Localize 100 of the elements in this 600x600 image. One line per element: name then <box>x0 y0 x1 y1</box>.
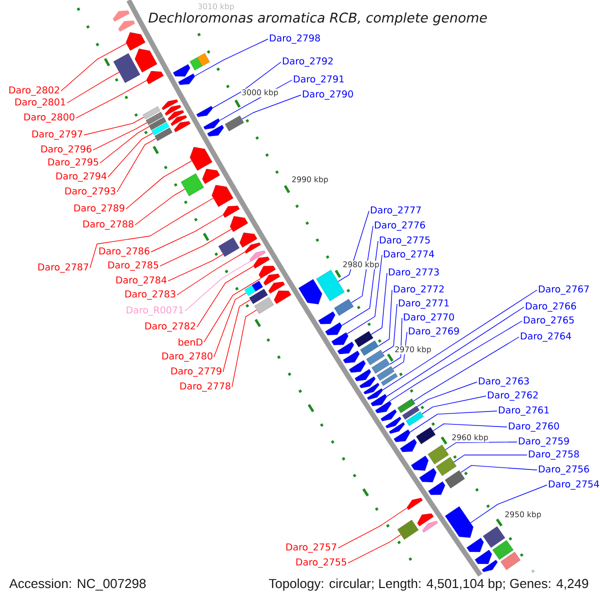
gene-label: Daro_2797 <box>32 130 82 140</box>
gene-block <box>250 250 266 262</box>
leader-line <box>76 80 147 118</box>
gene-label: Daro_2776 <box>374 221 425 231</box>
leader-line <box>204 278 262 342</box>
gene-label: Daro_2779 <box>171 367 222 377</box>
leader-line <box>460 465 538 473</box>
leader-line <box>232 310 257 388</box>
gene-label: Daro_2775 <box>380 236 430 246</box>
gene-label: Daro_2758 <box>528 450 579 460</box>
leader-line <box>212 62 282 108</box>
leader-line <box>242 94 302 120</box>
leader-line <box>90 198 214 268</box>
leader-line <box>422 396 486 414</box>
leader-line <box>184 260 251 312</box>
leader-line <box>382 304 398 354</box>
gene-label: Daro_2764 <box>520 332 572 342</box>
gene-block <box>325 322 342 336</box>
gene-block <box>222 206 240 218</box>
gene-label: Daro_R0071 <box>126 306 184 316</box>
leader-line <box>382 290 538 390</box>
gene-label: Daro_2754 <box>548 480 600 490</box>
gene-label: Daro_2770 <box>404 313 454 323</box>
gene-label: Daro_2783 <box>125 290 176 300</box>
gene-label: Daro_2786 <box>99 247 150 257</box>
gene-label: Daro_2801 <box>15 98 66 108</box>
leader-line <box>410 410 498 432</box>
gene-block <box>178 74 195 85</box>
gene-block <box>230 216 248 232</box>
gene-block <box>146 71 164 84</box>
gene-label: Daro_2769 <box>408 327 459 337</box>
gene-label: Daro_2800 <box>24 113 74 123</box>
gene-block <box>253 256 270 268</box>
gene-block <box>445 506 474 538</box>
gene-block <box>375 400 392 414</box>
gene-block <box>126 32 146 51</box>
leader-line <box>100 126 150 164</box>
gene-label: Daro_2763 <box>478 377 529 387</box>
title: Dechloromonas aromatica RCB, complete genome <box>148 12 487 26</box>
gene-label: Daro_2782 <box>145 322 196 332</box>
leader-line <box>150 214 224 252</box>
leader-line <box>370 272 388 335</box>
gene-label: Daro_2796 <box>41 145 92 155</box>
footer-text: Topology: circular; Length: 4,501,104 bp; Genes: 4,249 <box>268 578 588 591</box>
leader-line <box>454 454 528 462</box>
gene-block <box>367 388 383 400</box>
gene-block <box>190 147 212 171</box>
gene-label: Daro_2757 <box>286 543 336 553</box>
gene-label: Daro_2788 <box>83 220 134 230</box>
leader-line <box>413 336 520 402</box>
gene-label: Daro_2793 <box>65 187 116 197</box>
gene-label: Daro_2765 <box>524 316 574 326</box>
gene-label: Daro_2777 <box>370 206 421 216</box>
gene-label: Daro_2760 <box>508 422 559 432</box>
gene-label: Daro_2785 <box>108 261 158 271</box>
gene-block <box>196 106 213 117</box>
gene-label: Daro_2787 <box>38 263 88 273</box>
leader-line <box>432 423 508 432</box>
gene-label: Daro_2771 <box>398 299 449 309</box>
leader-line <box>342 240 378 326</box>
leader-line <box>194 38 268 76</box>
gene-label: Daro_2795 <box>48 158 98 168</box>
gene-label: Daro_2792 <box>282 57 333 67</box>
gene-block <box>244 242 261 254</box>
gene-label: Daro_2755 <box>296 558 346 568</box>
gene-label: Daro_2784 <box>116 276 166 286</box>
leader-line <box>196 266 254 328</box>
gene-label: Daro_2774 <box>384 250 434 260</box>
leader-line <box>346 254 382 334</box>
leader-line <box>386 306 524 397</box>
footer-text: Accession: NC_007298 <box>9 578 146 591</box>
leader-line <box>338 210 370 282</box>
gene-block <box>394 429 410 442</box>
gene-block <box>406 498 423 510</box>
gene-label: Daro_2778 <box>180 382 230 392</box>
leader-line <box>84 116 144 136</box>
gene-block <box>331 332 348 346</box>
leader-line <box>108 132 154 178</box>
gene-label: Daro_2794 <box>56 172 106 182</box>
gene-label: Daro_2766 <box>526 302 576 312</box>
gene-label: Daro_2798 <box>270 34 320 44</box>
leader-line <box>338 508 408 548</box>
gene-label: Daro_2761 <box>498 406 549 416</box>
gene-label: Daro_2802 <box>9 86 60 96</box>
leader-line <box>470 484 548 524</box>
gene-label: Daro_2791 <box>294 75 344 85</box>
leader-line <box>92 122 148 150</box>
leader-line <box>348 534 402 564</box>
gene-label: Daro_2762 <box>488 391 538 401</box>
leader-line <box>126 160 192 210</box>
gene-label: Daro_2772 <box>394 285 444 295</box>
leader-line <box>168 254 224 282</box>
leader-line <box>222 299 251 372</box>
leader-line <box>134 188 186 226</box>
gene-block <box>112 10 130 22</box>
leader-line <box>214 292 246 358</box>
leader-line <box>390 320 522 402</box>
gene-label: Daro_2767 <box>538 285 589 295</box>
leader-line <box>351 226 374 304</box>
leader-line <box>378 290 392 346</box>
